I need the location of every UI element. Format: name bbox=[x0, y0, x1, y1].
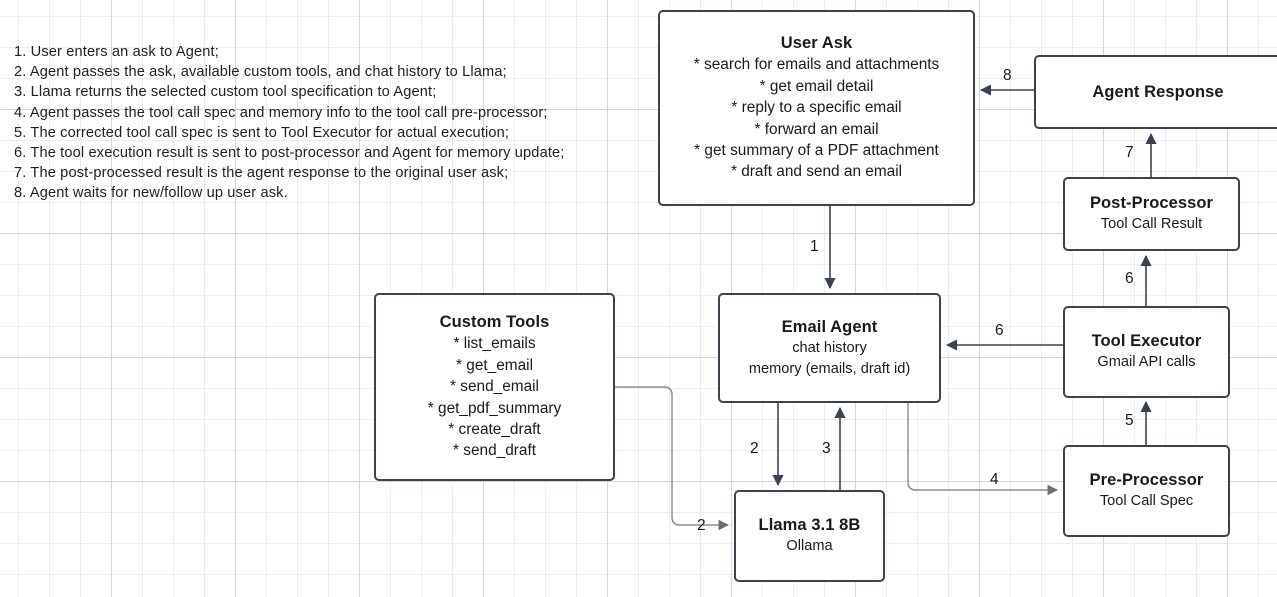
edge-label-2-agent-llama: 2 bbox=[750, 440, 759, 457]
edge-label-5: 5 bbox=[1125, 412, 1134, 429]
node-custom-tools[interactable]: Custom Tools * list_emails * get_email *… bbox=[374, 293, 615, 481]
node-tool-executor-title: Tool Executor bbox=[1091, 332, 1202, 350]
step-item-4: 4. Agent passes the tool call spec and m… bbox=[14, 104, 548, 121]
node-email-agent-subtitle-2: memory (emails, draft id) bbox=[748, 360, 911, 377]
step-item-1: 1. User enters an ask to Agent; bbox=[14, 44, 219, 60]
node-user-ask-line-2: * get email detail bbox=[759, 77, 874, 95]
node-llama[interactable]: Llama 3.1 8B Ollama bbox=[734, 490, 885, 582]
edge-label-8: 8 bbox=[1003, 67, 1012, 84]
node-user-ask-line-4: * forward an email bbox=[754, 120, 879, 138]
step-item-2: 2. Agent passes the ask, available custo… bbox=[14, 64, 507, 81]
node-user-ask[interactable]: User Ask * search for emails and attachm… bbox=[658, 10, 975, 206]
node-user-ask-line-1: * search for emails and attachments bbox=[693, 56, 940, 74]
node-custom-tools-line-4: * get_pdf_summary bbox=[427, 399, 562, 417]
node-llama-subtitle: Ollama bbox=[786, 538, 833, 554]
edge-label-3: 3 bbox=[822, 440, 831, 457]
node-pre-processor-subtitle: Tool Call Spec bbox=[1099, 493, 1194, 509]
node-post-processor-title: Post-Processor bbox=[1089, 194, 1214, 212]
step-item-5: 5. The corrected tool call spec is sent … bbox=[14, 124, 510, 141]
node-agent-response[interactable]: Agent Response bbox=[1034, 55, 1277, 129]
step-item-7: 7. The post-processed result is the agen… bbox=[14, 165, 509, 182]
node-email-agent-title: Email Agent bbox=[781, 317, 878, 336]
node-agent-response-title: Agent Response bbox=[1092, 82, 1224, 101]
edge-label-6-executor-post: 6 bbox=[1125, 270, 1134, 287]
node-tool-executor-subtitle: Gmail API calls bbox=[1097, 354, 1196, 370]
node-user-ask-title: User Ask bbox=[780, 34, 853, 53]
node-pre-processor-title: Pre-Processor bbox=[1089, 471, 1204, 489]
node-post-processor[interactable]: Post-Processor Tool Call Result bbox=[1063, 177, 1240, 251]
node-custom-tools-line-5: * create_draft bbox=[448, 420, 541, 438]
node-custom-tools-line-2: * get_email bbox=[456, 356, 533, 374]
node-post-processor-subtitle: Tool Call Result bbox=[1100, 216, 1203, 232]
node-pre-processor[interactable]: Pre-Processor Tool Call Spec bbox=[1063, 445, 1230, 537]
edge-label-6-executor-agent: 6 bbox=[995, 322, 1004, 339]
process-steps-list: 1. User enters an ask to Agent; 2. Agent… bbox=[14, 42, 634, 204]
step-item-6: 6. The tool execution result is sent to … bbox=[14, 145, 565, 162]
edge-4-email-agent-to-pre-processor bbox=[907, 403, 1059, 496]
node-custom-tools-line-6: * send_draft bbox=[453, 442, 536, 460]
node-llama-title: Llama 3.1 8B bbox=[758, 516, 861, 534]
step-item-3: 3. Llama returns the selected custom too… bbox=[14, 84, 437, 101]
step-item-8: 8. Agent waits for new/follow up user as… bbox=[14, 185, 288, 202]
edge-label-7: 7 bbox=[1125, 144, 1134, 161]
edge-label-2-tools-llama: 2 bbox=[697, 517, 706, 534]
edge-label-4: 4 bbox=[990, 471, 999, 488]
node-custom-tools-line-1: * list_emails bbox=[453, 335, 536, 353]
node-user-ask-line-5: * get summary of a PDF attachment bbox=[694, 141, 939, 159]
node-custom-tools-line-3: * send_email bbox=[450, 378, 539, 396]
node-tool-executor[interactable]: Tool Executor Gmail API calls bbox=[1063, 306, 1230, 398]
node-email-agent-subtitle-1: chat history bbox=[792, 339, 867, 356]
node-user-ask-line-3: * reply to a specific email bbox=[731, 99, 902, 117]
edge-2-custom-tools-to-llama bbox=[615, 386, 730, 531]
edge-label-1: 1 bbox=[810, 238, 819, 255]
node-email-agent[interactable]: Email Agent chat history memory (emails,… bbox=[718, 293, 941, 403]
node-user-ask-line-6: * draft and send an email bbox=[730, 163, 903, 181]
node-custom-tools-title: Custom Tools bbox=[439, 313, 550, 332]
